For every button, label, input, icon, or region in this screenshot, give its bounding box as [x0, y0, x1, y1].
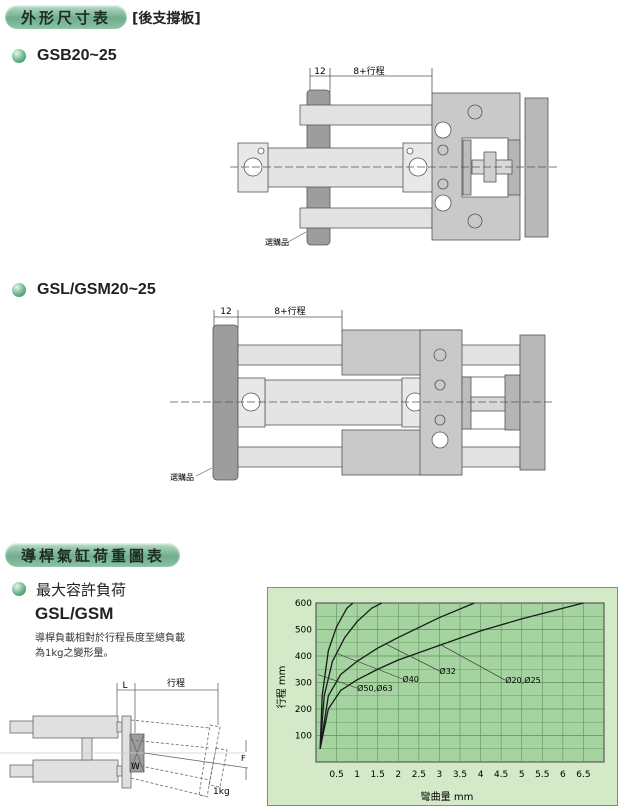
gsl-option-label: 選購品: [170, 472, 194, 482]
gsb-option-label: 選購品: [265, 237, 289, 247]
section-header-load-chart: 導桿氣缸荷重圖表: [5, 543, 180, 567]
series-line-3: [319, 602, 354, 749]
series-line-2: [319, 602, 383, 749]
x-tick-label: 3.5: [453, 770, 467, 780]
diagram-label-load: 1kg: [213, 787, 230, 797]
x-tick-label: 5: [519, 770, 525, 780]
series-line-0: [319, 602, 584, 749]
bullet-icon: [12, 283, 26, 297]
x-tick-label: 6: [560, 770, 566, 780]
diagram-label-w: W: [131, 762, 140, 772]
series-label: Ø20,Ø25: [505, 675, 541, 685]
gsb-dim-12: 12: [314, 67, 325, 77]
bullet-icon: [12, 582, 26, 596]
section-subtitle: [後支撐板]: [132, 11, 201, 27]
x-tick-label: 2: [395, 770, 401, 780]
x-tick-label: 4: [478, 770, 484, 780]
series-leader-line: [385, 643, 440, 672]
drawing-gsl-gsm: [170, 310, 552, 481]
series-leader-line: [439, 643, 506, 681]
gsl-dim-stroke: 8+行程: [274, 305, 305, 317]
y-tick-label: 400: [295, 652, 312, 662]
drawing-gsb: [230, 68, 560, 246]
y-tick-label: 200: [295, 705, 312, 715]
gsb-dim-stroke: 8+行程: [353, 65, 384, 77]
bullet-icon: [12, 49, 26, 63]
y-axis-label: 行程 mm: [275, 666, 288, 709]
section-title: 導桿氣缸荷重圖表: [21, 546, 166, 565]
y-tick-label: 100: [295, 732, 312, 742]
series-label: Ø50,Ø63: [357, 683, 393, 693]
x-tick-label: 1.5: [371, 770, 385, 780]
series-leader-line: [336, 653, 403, 680]
x-axis-label: 彎曲量 mm: [421, 790, 474, 803]
x-tick-label: 0.5: [329, 770, 343, 780]
gsl-dim-12: 12: [220, 307, 231, 317]
series-line-1: [319, 602, 475, 749]
model-title-gsb: GSB20~25: [37, 47, 117, 64]
x-tick-label: 2.5: [412, 770, 426, 780]
deflection-diagram: [0, 683, 249, 798]
diagram-label-stroke: 行程: [167, 677, 185, 689]
chart-ticks: 0.5 1 1.5 2 2.5 3 3.5 4 4.5 5 5.5 6 6.5 100 200 300 400 5…: [295, 599, 591, 780]
x-tick-label: 5.5: [535, 770, 549, 780]
load-model: GSL/GSM: [35, 604, 114, 623]
series-label: Ø40: [402, 674, 418, 684]
diagram-label-l: L: [122, 681, 127, 691]
y-tick-label: 600: [295, 599, 312, 609]
diagram-label-f: F: [241, 754, 246, 763]
x-tick-label: 4.5: [494, 770, 508, 780]
load-desc-line1: 導桿負載相對於行程長度至總負載: [35, 633, 185, 644]
series-label: Ø32: [439, 666, 455, 676]
chart-grid: [316, 603, 604, 762]
x-tick-label: 6.5: [576, 770, 590, 780]
y-tick-label: 500: [295, 626, 312, 636]
section-header-dimensions: 外形尺寸表: [5, 5, 127, 29]
y-tick-label: 300: [295, 679, 312, 689]
series-leader-line: [317, 674, 358, 689]
load-desc-line2: 為1kg之變形量。: [35, 648, 114, 659]
load-heading: 最大容許負荷: [36, 581, 127, 599]
section-title: 外形尺寸表: [21, 8, 112, 27]
model-title-gsl-gsm: GSL/GSM20~25: [37, 281, 156, 298]
x-tick-label: 3: [437, 770, 443, 780]
x-tick-label: 1: [354, 770, 360, 780]
